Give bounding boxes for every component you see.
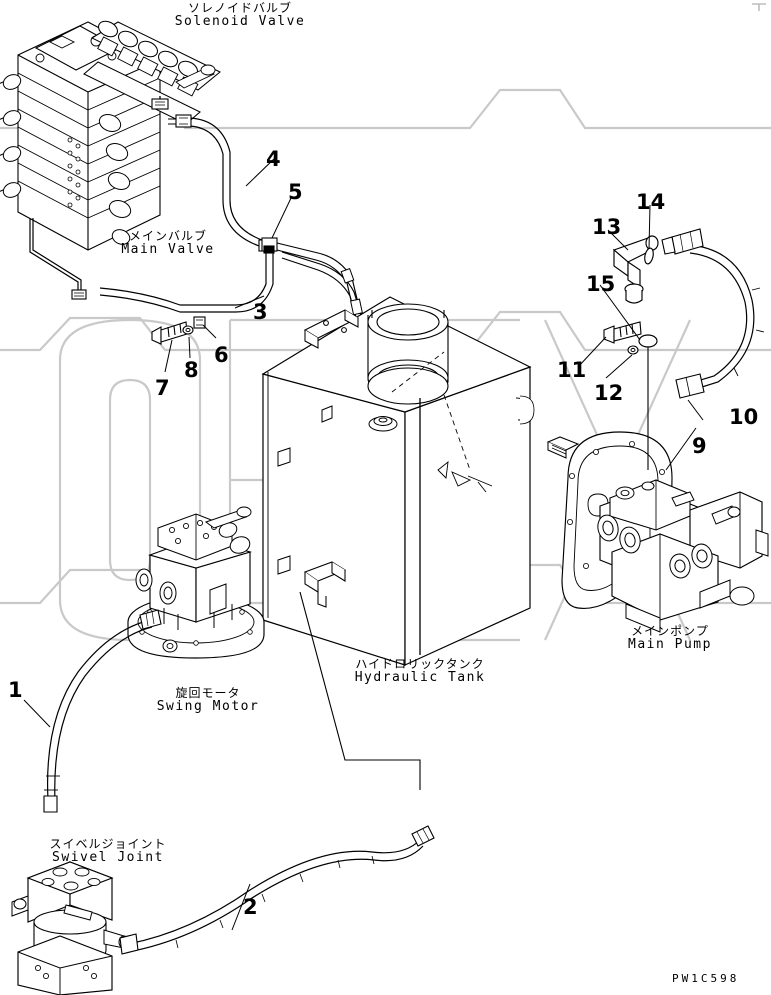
callout-2: 2 [243,895,258,919]
label-solenoid-valve-jp: ソレノイドバルブ [187,1,293,15]
callout-14: 14 [636,190,666,214]
hose-10 [661,228,765,399]
callout-6: 6 [214,343,229,367]
bolt-11 [603,321,642,344]
label-main-pump-en: Main Pump [628,636,712,652]
washer-12 [627,345,639,355]
elbow-13 [612,235,659,304]
callout-13: 13 [592,215,622,239]
label-hydraulic-tank: ハイドロリックタンク Hydraulic Tank [355,658,486,684]
main-valve-assembly [0,21,161,300]
callout-11: 11 [557,358,587,382]
label-main-valve-jp: メインバルブ [128,229,207,243]
hose-1 [43,609,162,813]
leader-lines-right [577,204,704,471]
bolt-7 [151,321,188,345]
label-main-valve-en: Main Valve [121,241,215,257]
callout-4: 4 [266,147,281,171]
label-hydraulic-tank-en: Hydraulic Tank [354,669,486,685]
label-main-pump-jp: メインポンプ [631,624,709,638]
swing-motor-assembly [127,506,265,659]
leader-lines-678 [164,324,217,373]
label-hydraulic-tank-jp: ハイドロリックタンク [355,657,485,671]
callout-9: 9 [692,434,707,458]
label-swivel-joint: スイベルジョイント Swivel Joint [49,838,166,864]
label-main-pump: メインポンプ Main Pump [628,625,712,651]
swivel-joint-assembly [11,861,130,995]
callout-12: 12 [594,381,624,405]
oring-14 [644,247,654,265]
clamp-5 [261,237,278,254]
callout-5: 5 [288,180,303,204]
corner-marks [752,3,766,11]
label-swing-motor-jp: 旋回モータ [175,686,241,700]
callout-15: 15 [586,272,616,296]
label-solenoid-valve-en: Solenoid Valve [174,13,306,29]
callout-10: 10 [729,405,759,429]
callout-8: 8 [184,358,199,382]
leader-2 [231,883,251,931]
callout-1: 1 [8,678,23,702]
leader-lines-345 [234,155,293,309]
hose-2 [119,825,435,955]
leader-1 [23,699,51,728]
hydraulic-tank [261,296,580,666]
label-swing-motor-en: Swing Motor [156,698,260,714]
label-swivel-joint-jp: スイベルジョイント [49,837,167,851]
label-main-valve: メインバルブ Main Valve [121,230,214,256]
solenoid-valve-assembly [83,20,221,125]
elbow-6 [193,316,206,329]
hose-fittings [340,268,363,316]
callout-3: 3 [253,300,268,324]
label-swing-motor: 旋回モータ Swing Motor [157,687,260,713]
hose-4 [168,114,263,248]
washer-8 [182,325,194,335]
main-pump-assembly [561,431,769,633]
leader-tank-bottom [299,591,421,790]
drawing-code: PW1C598 [672,972,740,985]
label-solenoid-valve: ソレノイドバルブ Solenoid Valve [175,2,306,28]
callout-7: 7 [155,376,170,400]
oring-15 [638,334,658,348]
label-swivel-joint-en: Swivel Joint [52,849,164,865]
